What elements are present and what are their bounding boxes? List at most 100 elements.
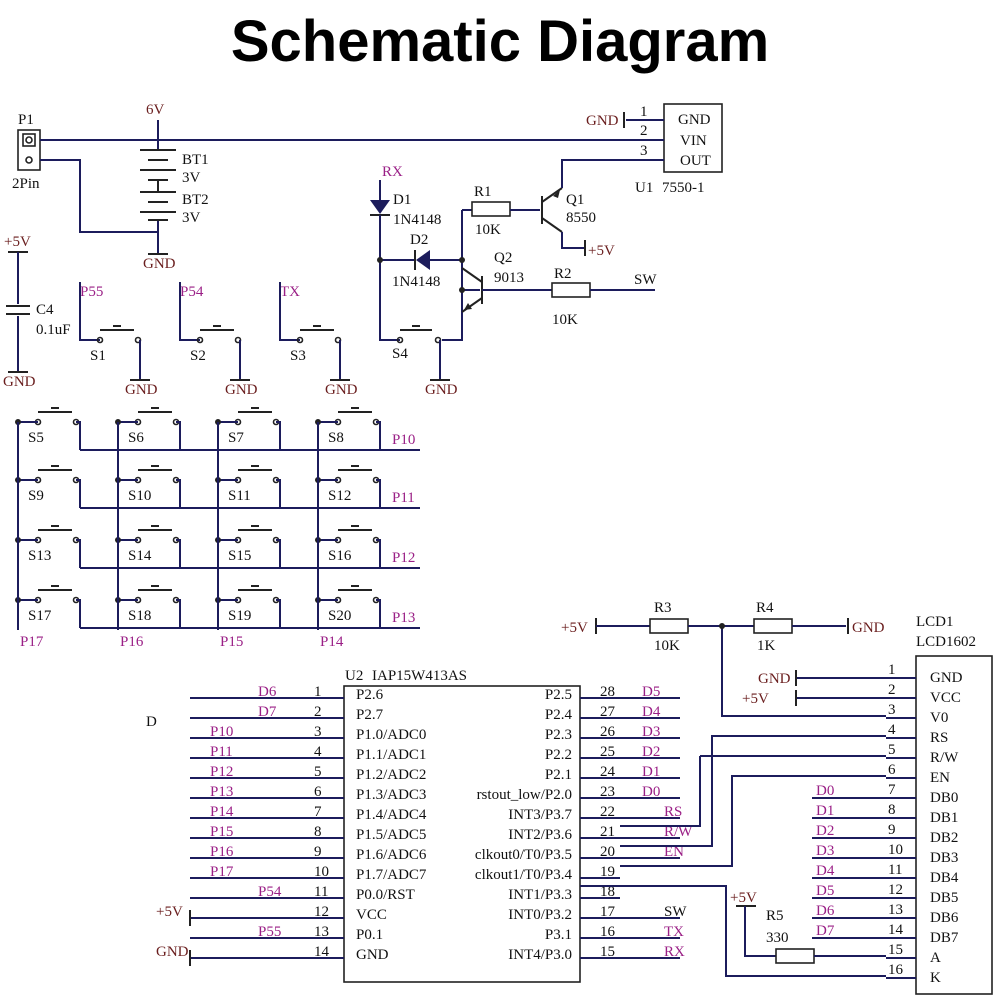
matrix-switch-ref: S7 <box>228 430 244 446</box>
mcu-pin-number: 4 <box>314 744 322 760</box>
mcu-pin-name: INT2/P3.6 <box>508 827 572 843</box>
mcu-right-net-label: EN <box>664 844 684 860</box>
switch-s20 <box>334 585 380 604</box>
button-gnd-label: GND <box>125 382 158 398</box>
col-net-label: P17 <box>20 634 44 650</box>
mcu-pin-name: P2.1 <box>545 767 572 783</box>
r2-value: 10K <box>552 312 578 328</box>
button-gnd-label: GND <box>325 382 358 398</box>
mcu-left-net-label: D6 <box>258 684 277 700</box>
lcd-pin-name: DB0 <box>930 790 958 806</box>
matrix-switch-ref: S11 <box>228 488 251 504</box>
button-net-label: P54 <box>180 284 204 300</box>
lcd-pin-number: 2 <box>888 682 896 698</box>
q1-ref: Q1 <box>566 192 584 208</box>
mcu-pin-number: 19 <box>600 864 615 880</box>
mcu-right-net-label: D5 <box>642 684 660 700</box>
lcd-pin-number: 10 <box>888 842 903 858</box>
lcd-pin-name: VCC <box>930 690 961 706</box>
s4-ref: S4 <box>392 346 408 362</box>
mcu-pin-name: P1.5/ADC5 <box>356 827 426 843</box>
mcu-pin-number: 14 <box>314 944 330 960</box>
switch-s2 <box>196 325 242 344</box>
lcd-net-label: D6 <box>816 903 835 919</box>
p1-ref: P1 <box>18 112 34 128</box>
row-net-label: P13 <box>392 610 415 626</box>
mcu-pin-number: 24 <box>600 764 616 780</box>
mcu-d-mark: D <box>146 714 157 730</box>
switch-s13 <box>34 525 80 544</box>
switch-s10 <box>134 465 180 484</box>
capacitor-c4 <box>6 305 30 315</box>
switch-s7 <box>234 407 280 426</box>
switch-s19 <box>234 585 280 604</box>
mcu-pin-number: 20 <box>600 844 615 860</box>
lcd-part: LCD1602 <box>916 634 976 650</box>
lcd-pin-number: 15 <box>888 942 903 958</box>
mcu-pin-number: 2 <box>314 704 322 720</box>
c4-5v-label: +5V <box>4 234 31 250</box>
mcu-pin-name: P1.4/ADC4 <box>356 807 427 823</box>
matrix-switch-ref: S17 <box>28 608 52 624</box>
r4-value: 1K <box>757 638 776 654</box>
mcu-pin-number: 5 <box>314 764 322 780</box>
lcd-pin-number: 7 <box>888 782 896 798</box>
d1-ref: D1 <box>393 192 411 208</box>
bt2-value: 3V <box>182 210 201 226</box>
matrix-switch-ref: S14 <box>128 548 152 564</box>
q2-ref: Q2 <box>494 250 512 266</box>
lcd-net-label: D7 <box>816 923 835 939</box>
s4-gnd-label: GND <box>425 382 458 398</box>
mcu-pin-name: clkout1/T0/P3.4 <box>475 867 573 883</box>
q1-5v-label: +5V <box>588 243 615 259</box>
r4-ref: R4 <box>756 600 774 616</box>
d2-ref: D2 <box>410 232 428 248</box>
button-ref: S3 <box>290 348 306 364</box>
mcu-right-net-label: D0 <box>642 784 660 800</box>
lcd-pin-number: 13 <box>888 902 903 918</box>
button-ref: S1 <box>90 348 106 364</box>
q1-value: 8550 <box>566 210 596 226</box>
mcu-pin-name: P2.2 <box>545 747 572 763</box>
mcu-pin-name: INT1/P3.3 <box>508 887 572 903</box>
r5-5v-label: +5V <box>730 890 757 906</box>
r3-5v-label: +5V <box>561 620 588 636</box>
lcd-net-label: D5 <box>816 883 834 899</box>
col-net-label: P15 <box>220 634 243 650</box>
mcu-ref: U2 <box>345 668 363 684</box>
switch-s12 <box>334 465 380 484</box>
regulator-part: 7550-1 <box>662 180 705 196</box>
mcu-pin-number: 22 <box>600 804 615 820</box>
lcd-pin-number: 8 <box>888 802 896 818</box>
lcd-pin-number: 9 <box>888 822 896 838</box>
lcd-pin-name: GND <box>930 670 963 686</box>
mcu-left-net-label: D7 <box>258 704 277 720</box>
matrix-switch-ref: S12 <box>328 488 351 504</box>
lcd-pin-number: 6 <box>888 762 896 778</box>
lcd-pin-number: 5 <box>888 742 896 758</box>
lcd-net-label: D1 <box>816 803 834 819</box>
r5-ref: R5 <box>766 908 784 924</box>
reg-pin2-number: 2 <box>640 123 648 139</box>
switch-s4 <box>396 325 442 344</box>
mcu-right-net-label: RX <box>664 944 685 960</box>
switch-s16 <box>334 525 380 544</box>
mcu-pin-number: 10 <box>314 864 329 880</box>
row-net-label: P10 <box>392 432 415 448</box>
switch-s11 <box>234 465 280 484</box>
mcu-left-net-label: P54 <box>258 884 282 900</box>
lcd-pin-name: DB4 <box>930 870 959 886</box>
mcu-pin-name: P2.6 <box>356 687 384 703</box>
lcd-pin-number: 14 <box>888 922 904 938</box>
mcu-pin-number: 27 <box>600 704 616 720</box>
mcu-pin-number: 18 <box>600 884 615 900</box>
resistor-r2 <box>551 282 591 298</box>
r1-value: 10K <box>475 222 501 238</box>
mcu-pin-name: P2.3 <box>545 727 572 743</box>
col-net-label: P16 <box>120 634 144 650</box>
bt1-value: 3V <box>182 170 201 186</box>
matrix-switch-ref: S15 <box>228 548 251 564</box>
lcd-pin-name: EN <box>930 770 950 786</box>
